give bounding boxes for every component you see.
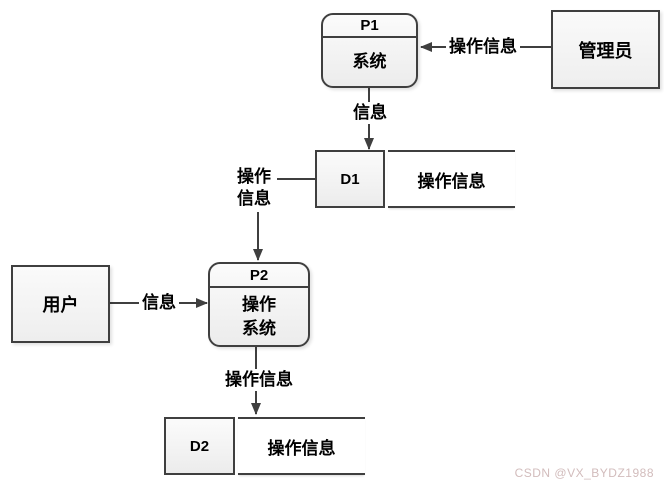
flow-label-user-to-p2: 信息 — [139, 292, 179, 314]
process-p1: P1 系统 — [321, 13, 418, 88]
process-p2-label: 操作 系统 — [242, 294, 276, 338]
flow-label-p1-to-d1: 信息 — [350, 102, 390, 124]
datastore-d2: D2 操作信息 — [164, 417, 365, 475]
entity-admin: 管理员 — [551, 10, 660, 89]
process-p1-id: P1 — [323, 15, 416, 38]
flow-label-admin-to-p1: 操作信息 — [446, 36, 520, 58]
datastore-d2-label: 操作信息 — [238, 417, 365, 475]
entity-user: 用户 — [11, 265, 110, 343]
flow-label-p2-to-d2: 操作信息 — [222, 369, 296, 391]
process-p2: P2 操作 系统 — [208, 262, 310, 347]
process-p2-id: P2 — [210, 264, 308, 288]
watermark: CSDN @VX_BYDZ1988 — [514, 466, 654, 480]
datastore-d1-label: 操作信息 — [388, 150, 515, 208]
datastore-d2-id: D2 — [164, 417, 235, 475]
entity-admin-label: 管理员 — [578, 40, 633, 61]
datastore-d1: D1 操作信息 — [315, 150, 515, 208]
datastore-d1-id: D1 — [315, 150, 385, 208]
flow-label-d1-to-p2: 操作 信息 — [234, 166, 274, 210]
entity-user-label: 用户 — [42, 295, 79, 315]
process-p1-label: 系统 — [352, 52, 387, 71]
